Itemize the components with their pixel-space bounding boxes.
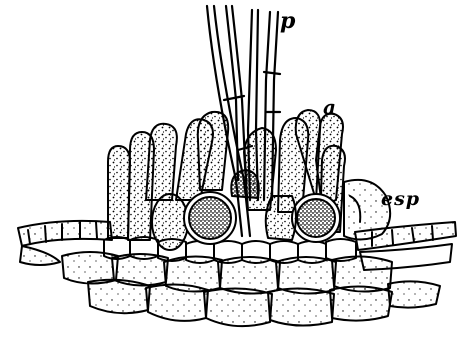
- label-esp: esp: [381, 190, 420, 209]
- label-a: a: [323, 97, 336, 117]
- label-p: p: [280, 10, 295, 32]
